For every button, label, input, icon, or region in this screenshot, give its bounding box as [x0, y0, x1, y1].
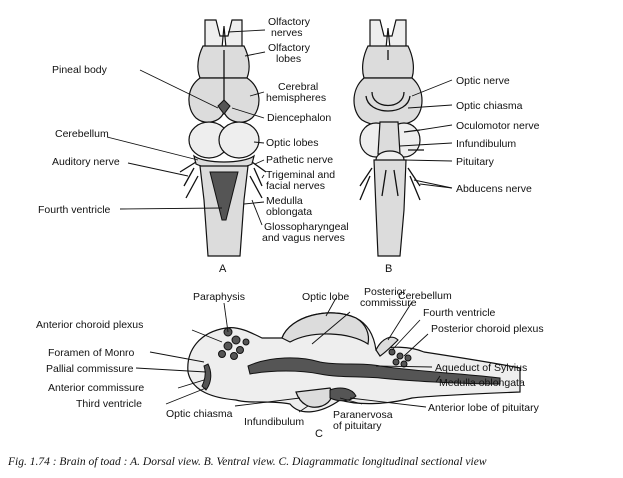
label-optic-lobe: Optic lobe — [302, 291, 349, 303]
label-ant-choroid: Anterior choroid plexus — [36, 319, 143, 331]
label-view-b: B — [385, 263, 392, 275]
label-diencephalon: Diencephalon — [267, 112, 331, 124]
labels-view-b: Optic nerve Optic chiasma Oculomotor ner… — [385, 75, 540, 275]
label-aqueduct: Aqueduct of Sylvius — [435, 362, 527, 374]
label-oculomotor: Oculomotor nerve — [456, 120, 540, 132]
label-optic-chiasma-c: Optic chiasma — [166, 408, 233, 420]
label-cerebellum-c: Cerebellum — [398, 290, 452, 302]
label-glosso-1: Glossopharyngeal — [264, 221, 349, 233]
label-ant-commissure: Anterior commissure — [48, 382, 144, 394]
dorsal-view-drawing — [179, 19, 267, 257]
label-olfactory-nerves-2: nerves — [271, 27, 303, 39]
label-glosso-2: and vagus nerves — [262, 232, 345, 244]
label-optic-nerve: Optic nerve — [456, 75, 510, 87]
label-olfactory-nerves-1: Olfactory — [268, 16, 311, 28]
label-medulla-a-1: Medulla — [266, 195, 303, 207]
label-view-c: C — [315, 428, 323, 440]
label-medulla-c: Medulla oblongata — [439, 377, 525, 389]
label-auditory-nerve: Auditory nerve — [52, 156, 120, 168]
label-post-commissure-2: commissure — [360, 297, 417, 309]
label-third-ventricle: Third ventricle — [76, 398, 142, 410]
sectional-view-drawing — [187, 312, 521, 413]
label-ant-lobe-pituitary: Anterior lobe of pituitary — [428, 402, 540, 414]
label-pallial-commissure: Pallial commissure — [46, 363, 134, 375]
label-post-choroid: Posterior choroid plexus — [431, 323, 544, 335]
label-fourth-ventricle-a: Fourth ventricle — [38, 204, 111, 216]
label-optic-lobes: Optic lobes — [266, 137, 319, 149]
labels-view-a: Olfactory nerves Olfactory lobes Pineal … — [38, 16, 349, 275]
label-pineal-body: Pineal body — [52, 64, 108, 76]
label-abducens: Abducens nerve — [456, 183, 532, 195]
label-foramen-monro: Foramen of Monro — [48, 347, 135, 359]
label-cerebral-hemispheres-1: Cerebral — [278, 81, 318, 93]
label-infundibulum-c: Infundibulum — [244, 416, 304, 428]
label-cerebellum-a: Cerebellum — [55, 128, 109, 140]
label-medulla-a-2: oblongata — [266, 206, 312, 218]
label-paraphysis: Paraphysis — [193, 291, 245, 303]
label-pathetic-nerve: Pathetic nerve — [266, 154, 333, 166]
leader-lines — [106, 29, 453, 413]
label-pituitary: Pituitary — [456, 156, 495, 168]
label-paranervosa-2: of pituitary — [333, 420, 382, 432]
label-post-commissure-1: Posterior — [364, 286, 407, 298]
label-trigeminal-2: facial nerves — [266, 180, 325, 192]
label-fourth-ventricle-c: Fourth ventricle — [423, 307, 496, 319]
label-cerebral-hemispheres-2: hemispheres — [266, 92, 326, 104]
label-olfactory-lobes-1: Olfactory — [268, 42, 311, 54]
ventral-view-drawing — [353, 19, 424, 257]
label-optic-chiasma-b: Optic chiasma — [456, 100, 523, 112]
label-paranervosa-1: Paranervosa — [333, 409, 393, 421]
label-trigeminal-1: Trigeminal and — [266, 169, 335, 181]
label-infundibulum-b: Infundibulum — [456, 138, 516, 150]
label-olfactory-lobes-2: lobes — [276, 53, 301, 65]
figure-caption: Fig. 1.74 : Brain of toad : A. Dorsal vi… — [7, 456, 487, 468]
label-view-a: A — [219, 263, 227, 275]
labels-view-c: Paraphysis Optic lobe Posterior commissu… — [36, 286, 544, 440]
